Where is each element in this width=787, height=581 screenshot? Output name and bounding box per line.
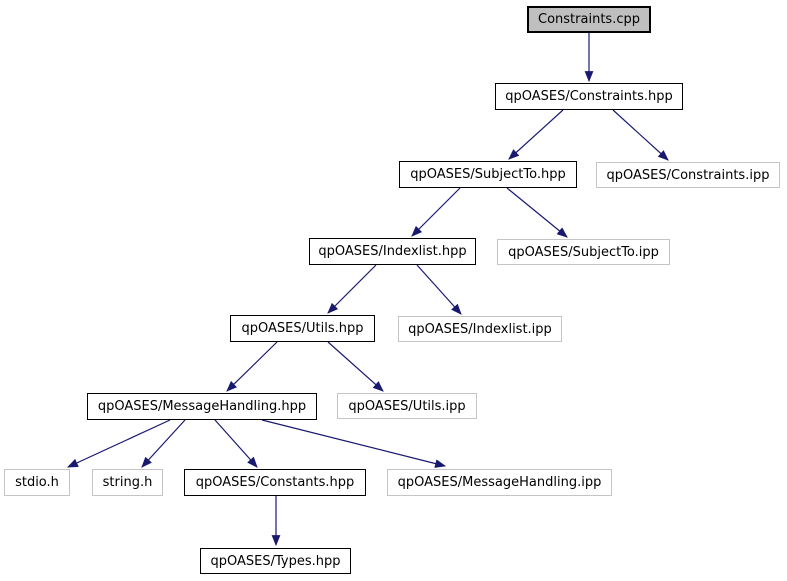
edge-subjectto-hpp-to-subjectto-ipp: [506, 187, 568, 238]
node-indexlist-ipp: qpOASES/Indexlist.ipp: [398, 316, 562, 342]
node-messagehandling-hpp[interactable]: qpOASES/MessageHandling.hpp: [87, 393, 317, 420]
node-constants-hpp[interactable]: qpOASES/Constants.hpp: [184, 469, 366, 496]
node-constraints-cpp: Constraints.cpp: [527, 6, 651, 33]
node-utils-hpp[interactable]: qpOASES/Utils.hpp: [230, 315, 375, 342]
node-messagehandling-ipp: qpOASES/MessageHandling.ipp: [387, 469, 612, 496]
edge-constraints-hpp-to-subjectto-hpp: [508, 109, 564, 160]
node-string-h: string.h: [92, 469, 163, 496]
node-constraints-ipp: qpOASES/Constraints.ipp: [596, 162, 780, 188]
edge-indexlist-hpp-to-utils-hpp: [327, 264, 377, 314]
edge-constraints-hpp-to-constraints-ipp: [612, 109, 669, 161]
node-constraints-hpp[interactable]: qpOASES/Constraints.hpp: [495, 83, 683, 110]
edge-utils-hpp-to-messagehandling-hpp: [226, 341, 278, 392]
edge-messagehandling-hpp-to-stdio-h: [67, 419, 171, 468]
edge-messagehandling-hpp-to-messagehandling-ipp: [261, 419, 447, 468]
node-subjectto-hpp[interactable]: qpOASES/SubjectTo.hpp: [399, 161, 577, 188]
edge-indexlist-hpp-to-indexlist-ipp: [416, 264, 462, 315]
edge-utils-hpp-to-utils-ipp: [327, 341, 384, 392]
edge-messagehandling-hpp-to-string-h: [141, 419, 186, 468]
edge-messagehandling-hpp-to-constants-hpp: [214, 419, 258, 468]
node-types-hpp[interactable]: qpOASES/Types.hpp: [200, 548, 351, 574]
node-indexlist-hpp[interactable]: qpOASES/Indexlist.hpp: [309, 238, 476, 265]
node-stdio-h: stdio.h: [4, 469, 70, 496]
node-subjectto-ipp: qpOASES/SubjectTo.ipp: [497, 239, 670, 265]
edge-subjectto-hpp-to-indexlist-hpp: [411, 187, 461, 237]
node-utils-ipp: qpOASES/Utils.ipp: [337, 393, 477, 419]
